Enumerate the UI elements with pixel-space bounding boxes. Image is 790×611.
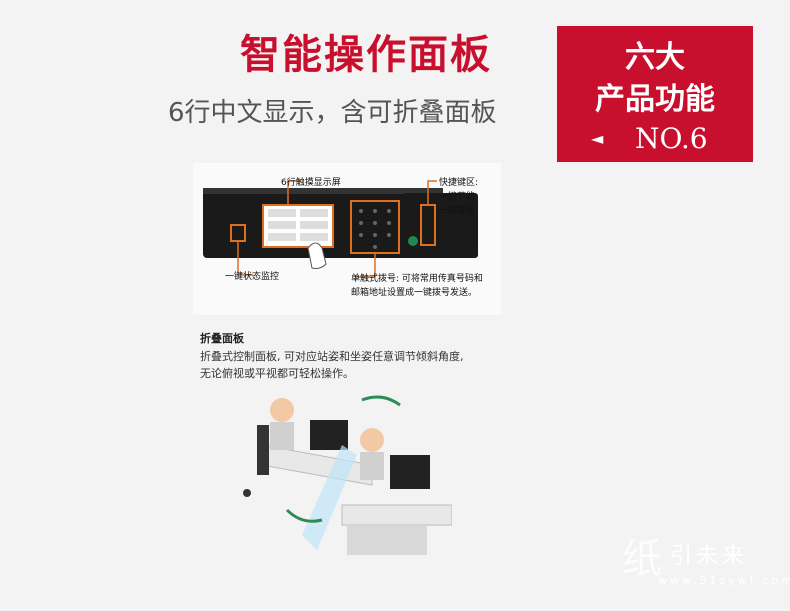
label-dial-2: 邮箱地址设置成一键拨号发送。 (351, 288, 478, 298)
label-status: 一键状态监控 (225, 272, 280, 282)
feature-badge: 六大 产品功能 ◄ NO.6 (557, 26, 753, 162)
page-subtitle: 6行中文显示，含可折叠面板 (168, 98, 497, 128)
left-arrow-icon: ◄ (591, 129, 604, 148)
usage-illustration (243, 395, 452, 555)
label-shortcut-energy: 一键节能 (439, 192, 476, 202)
badge-number: NO.6 (635, 122, 708, 155)
label-shortcut-mute: 一键静音 (439, 206, 476, 216)
control-panel-diagram: 6行触摸显示屏 快捷键区: 一键节能 一键静音 一键状态监控 单触式拨号: 可将… (193, 163, 501, 315)
badge-line-1: 六大 (625, 40, 685, 75)
page-title: 智能操作面板 (240, 32, 492, 78)
fold-desc-line-1: 折叠式控制面板, 可对应站姿和坐姿任意调节倾斜角度, (200, 350, 464, 363)
watermark-url: www.51zywl.com (658, 574, 790, 587)
fold-description: 折叠式控制面板, 可对应站姿和坐姿任意调节倾斜角度, 无论俯视或平视都可轻松操作… (200, 348, 520, 382)
fold-desc-line-2: 无论俯视或平视都可轻松操作。 (200, 367, 354, 380)
badge-line-2: 产品功能 (595, 82, 715, 117)
label-dial-1: 单触式拨号: 可将常用传真号码和 (351, 274, 483, 284)
watermark-glyph: 纸 (622, 536, 662, 582)
watermark: 纸 引未来 www.51zywl.com (622, 526, 790, 587)
fold-title: 折叠面板 (200, 332, 244, 345)
control-panel-illustration (203, 180, 478, 278)
label-screen: 6行触摸显示屏 (281, 178, 341, 188)
watermark-text: 引未来 (670, 544, 749, 569)
label-shortcut: 快捷键区: (439, 178, 479, 188)
